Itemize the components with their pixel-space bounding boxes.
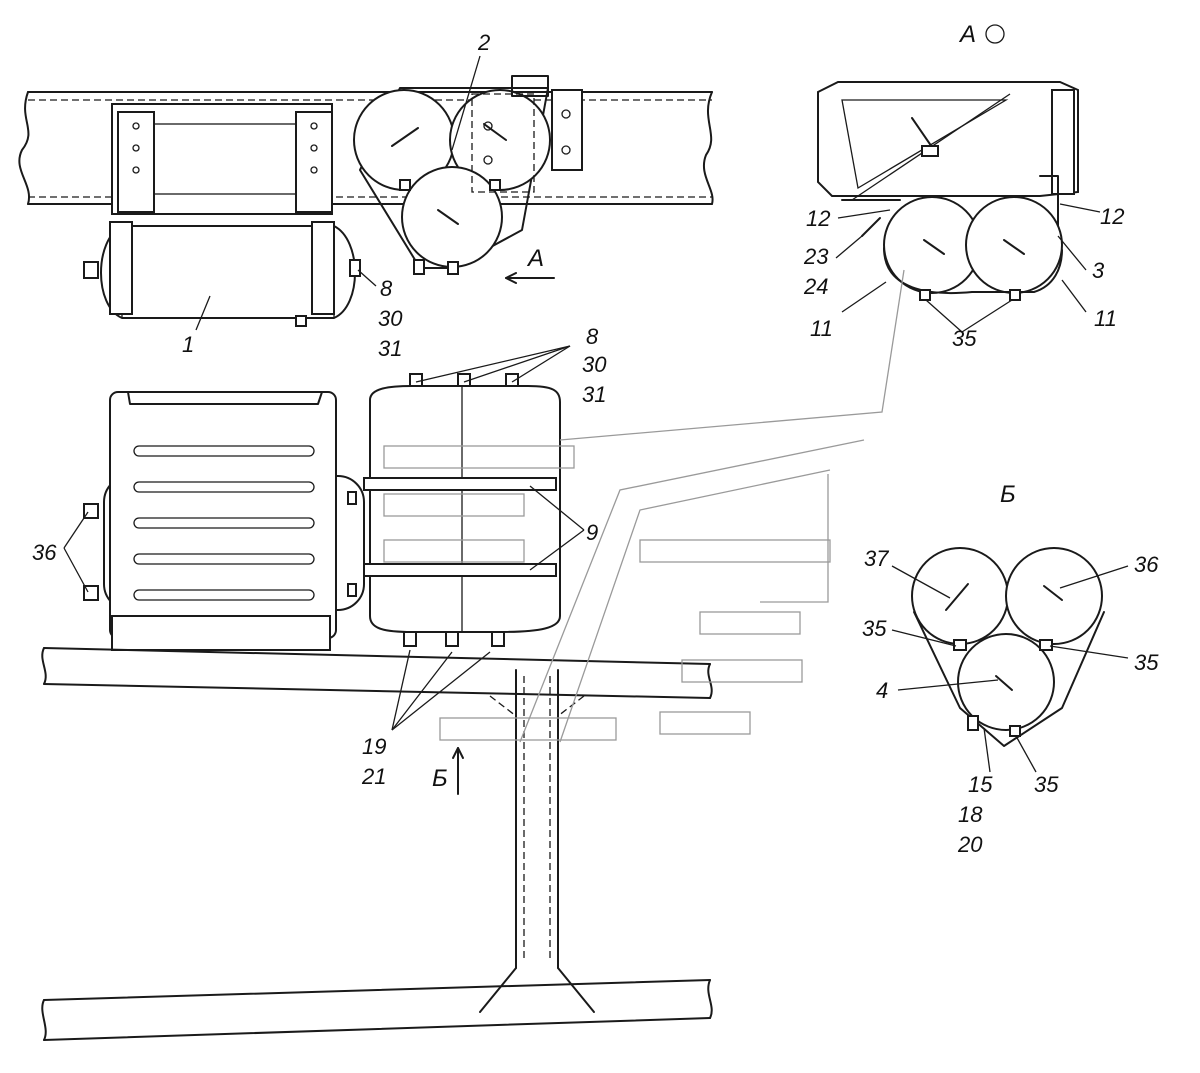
label-36-side: 36 <box>32 540 57 565</box>
view-b-arrow-label: Б <box>432 765 448 792</box>
air-receiver-1 <box>83 221 361 327</box>
view-b-title: Б <box>1000 481 1016 508</box>
label-12-right: 12 <box>1100 204 1124 229</box>
view-a: А <box>817 21 1079 301</box>
label-30-side: 30 <box>582 352 607 377</box>
view-b-arrow: Б <box>432 747 464 795</box>
label-19: 19 <box>362 734 386 759</box>
label-30-top: 30 <box>378 306 403 331</box>
label-8-top: 8 <box>380 276 393 301</box>
label-31-side: 31 <box>582 382 606 407</box>
label-11-right: 11 <box>1094 306 1117 331</box>
label-4: 4 <box>876 678 888 703</box>
receiver-1-bracket <box>111 103 333 215</box>
label-3: 3 <box>1092 258 1105 283</box>
part-labels: 1 2 3 4 8 30 31 8 30 31 9 11 11 12 12 23… <box>32 30 1159 857</box>
view-b: Б <box>911 481 1105 747</box>
view-a-arrow: А <box>505 245 555 284</box>
cross-member <box>41 669 713 1041</box>
label-21: 21 <box>361 764 386 789</box>
label-15: 15 <box>968 772 993 797</box>
projection-outline <box>383 269 905 743</box>
view-a-arrow-label: А <box>526 245 544 272</box>
side-view: Б <box>41 373 713 1041</box>
label-36-view-b: 36 <box>1134 552 1159 577</box>
label-35-right: 35 <box>1134 650 1159 675</box>
view-a-title: А <box>958 21 976 48</box>
tank-block-side <box>363 373 561 647</box>
label-18: 18 <box>958 802 983 827</box>
top-view: А <box>18 75 714 327</box>
label-35-bottom: 35 <box>1034 772 1059 797</box>
label-23: 23 <box>803 244 829 269</box>
label-11-left: 11 <box>810 316 833 341</box>
receiver-1-side <box>83 391 365 651</box>
leader-lines <box>63 55 1129 773</box>
label-9: 9 <box>586 520 598 545</box>
label-24: 24 <box>803 274 828 299</box>
label-35-view-a: 35 <box>952 326 977 351</box>
label-35-left: 35 <box>862 616 887 641</box>
frame-rail-side <box>41 647 713 699</box>
tank-cluster-top <box>353 75 583 275</box>
label-2: 2 <box>477 30 490 55</box>
label-12-left: 12 <box>806 206 830 231</box>
label-31-top: 31 <box>378 336 402 361</box>
label-37: 37 <box>864 546 889 571</box>
label-1: 1 <box>182 332 194 357</box>
label-8-side: 8 <box>586 324 599 349</box>
rotation-icon <box>985 24 1005 44</box>
label-20: 20 <box>957 832 983 857</box>
